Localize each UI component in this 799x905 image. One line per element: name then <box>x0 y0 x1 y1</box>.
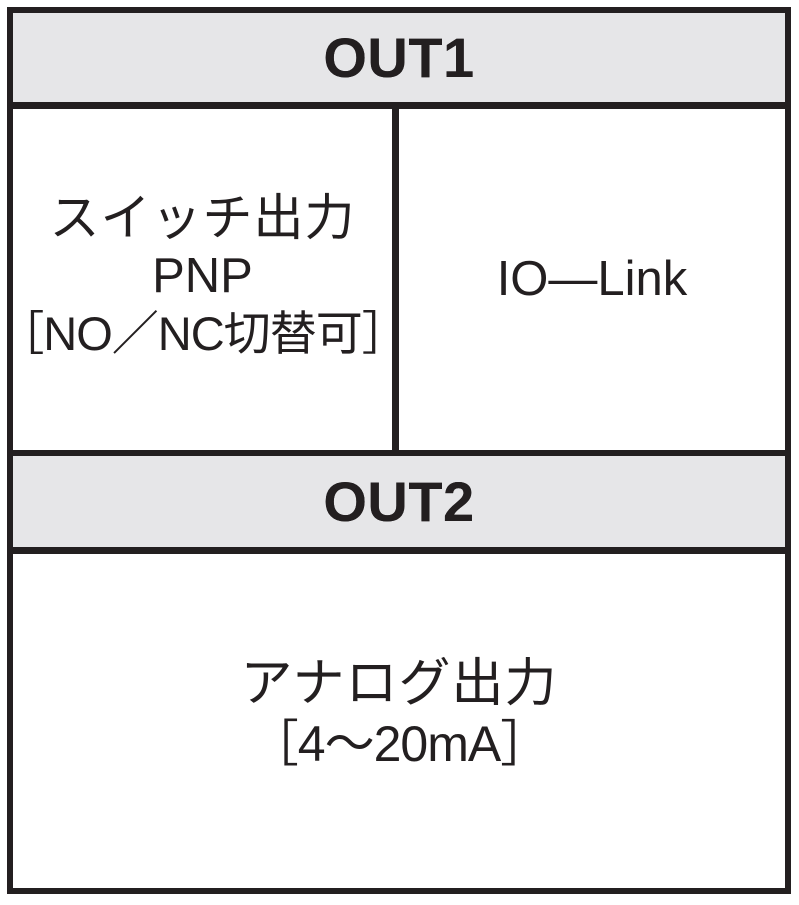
out1-header-row: OUT1 <box>13 13 785 109</box>
io-link-label: IO―Link <box>496 251 688 306</box>
cell-switch-output: スイッチ出力 PNP ［NO／NC切替可］ <box>0 109 409 450</box>
cell-analog-output: アナログ出力 ［4〜20mA］ <box>13 554 785 888</box>
analog-output-line-2: ［4〜20mA］ <box>248 716 550 773</box>
switch-output-line-1: スイッチ出力 <box>49 190 356 247</box>
cell-io-link: IO―Link <box>399 109 785 450</box>
out1-body-row: スイッチ出力 PNP ［NO／NC切替可］ IO―Link <box>0 109 785 456</box>
analog-output-line-1: アナログ出力 <box>240 654 558 713</box>
out1-header-label: OUT1 <box>323 25 475 89</box>
switch-output-line-2: PNP <box>152 249 253 304</box>
spec-table: OUT1 スイッチ出力 PNP ［NO／NC切替可］ IO―Link OUT2 … <box>0 7 791 894</box>
switch-output-line-3: ［NO／NC切替可］ <box>0 307 409 361</box>
out2-header-label: OUT2 <box>323 469 475 533</box>
out2-header-row: OUT2 <box>13 456 785 554</box>
